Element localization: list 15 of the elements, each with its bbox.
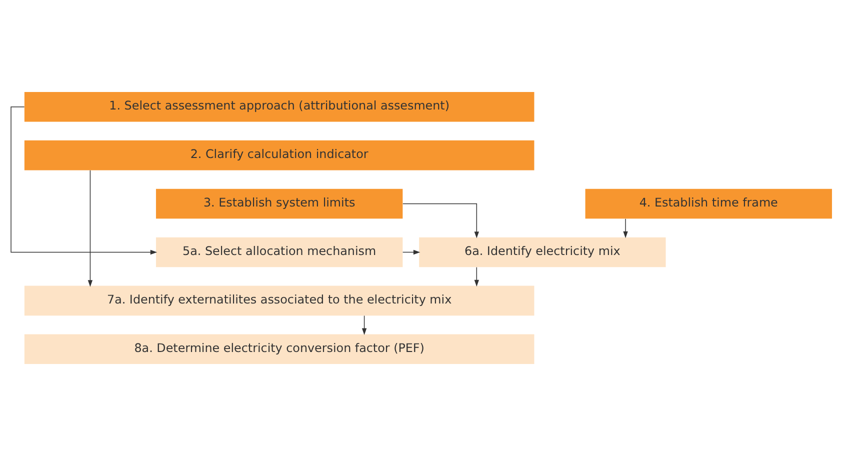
- node-box: 5a. Select allocation mechanism: [156, 236, 403, 267]
- node-box: 6a. Identify electricity mix: [419, 236, 666, 267]
- node-box: 3. Establish system limits: [156, 188, 403, 218]
- arrow: [88, 169, 93, 286]
- node-box: 4. Establish time frame: [585, 188, 832, 218]
- node-box: 2. Clarify calculation indicator: [24, 140, 534, 170]
- node-box: 7a. Identify externatilites associated to the electricity mix: [24, 285, 534, 316]
- arrow: [362, 314, 367, 335]
- arrow: [402, 249, 420, 254]
- arrow: [10, 106, 158, 254]
- node-box: 1. Select assessment approach (attributional assesment): [24, 91, 534, 122]
- arrow: [623, 218, 628, 238]
- node-box: 8a. Determine electricity conversion factor (PEF): [24, 334, 534, 364]
- arrow: [474, 266, 479, 286]
- arrow: [402, 202, 479, 238]
